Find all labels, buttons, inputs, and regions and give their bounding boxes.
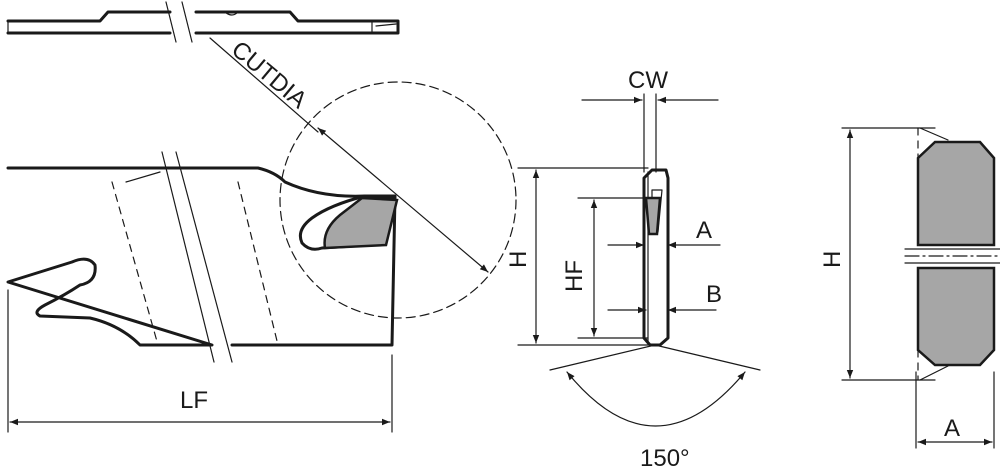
insert-end-lower — [916, 266, 996, 367]
a-mid-label: A — [696, 217, 712, 244]
top-view-detail — [224, 11, 239, 16]
lf-label: LF — [180, 387, 208, 414]
angle-label: 150° — [640, 445, 690, 472]
cutdia-label: CUTDIA — [226, 36, 312, 114]
h-right-label: H — [819, 251, 846, 268]
lf-dimension: LF — [7, 289, 393, 433]
insert-end-view: H A — [819, 127, 1000, 449]
angle-leg-right — [654, 344, 761, 371]
a-right-label: A — [944, 415, 960, 442]
cutting-circle — [279, 81, 517, 319]
front-view: H HF CW A B 150° — [505, 67, 761, 472]
top-view-outline — [6, 10, 400, 35]
side-view — [6, 81, 517, 363]
hidden-line-2 — [237, 181, 279, 346]
b-mid-label: B — [706, 281, 722, 308]
cutdia-extension — [209, 37, 319, 133]
front-view-insert-fill — [644, 196, 662, 236]
groove-edge — [125, 171, 161, 183]
insert-chamfer-lines — [919, 127, 949, 381]
blade-outline — [6, 166, 397, 347]
front-view-outline — [642, 168, 670, 347]
insert-side — [323, 196, 399, 250]
cw-label: CW — [628, 67, 668, 94]
hidden-line-1 — [111, 181, 159, 346]
top-view-break-lines — [165, 1, 193, 43]
insert-end-upper — [916, 140, 996, 247]
top-view — [6, 1, 400, 43]
h-mid-label: H — [505, 251, 532, 268]
insert-pocket — [298, 194, 397, 251]
angle-leg-left — [549, 344, 656, 371]
side-view-break-lines — [161, 151, 233, 363]
hf-label: HF — [561, 260, 588, 292]
top-view-tip — [371, 21, 397, 33]
cutdia-dimension-line — [317, 127, 489, 273]
angle-arc — [566, 371, 746, 427]
